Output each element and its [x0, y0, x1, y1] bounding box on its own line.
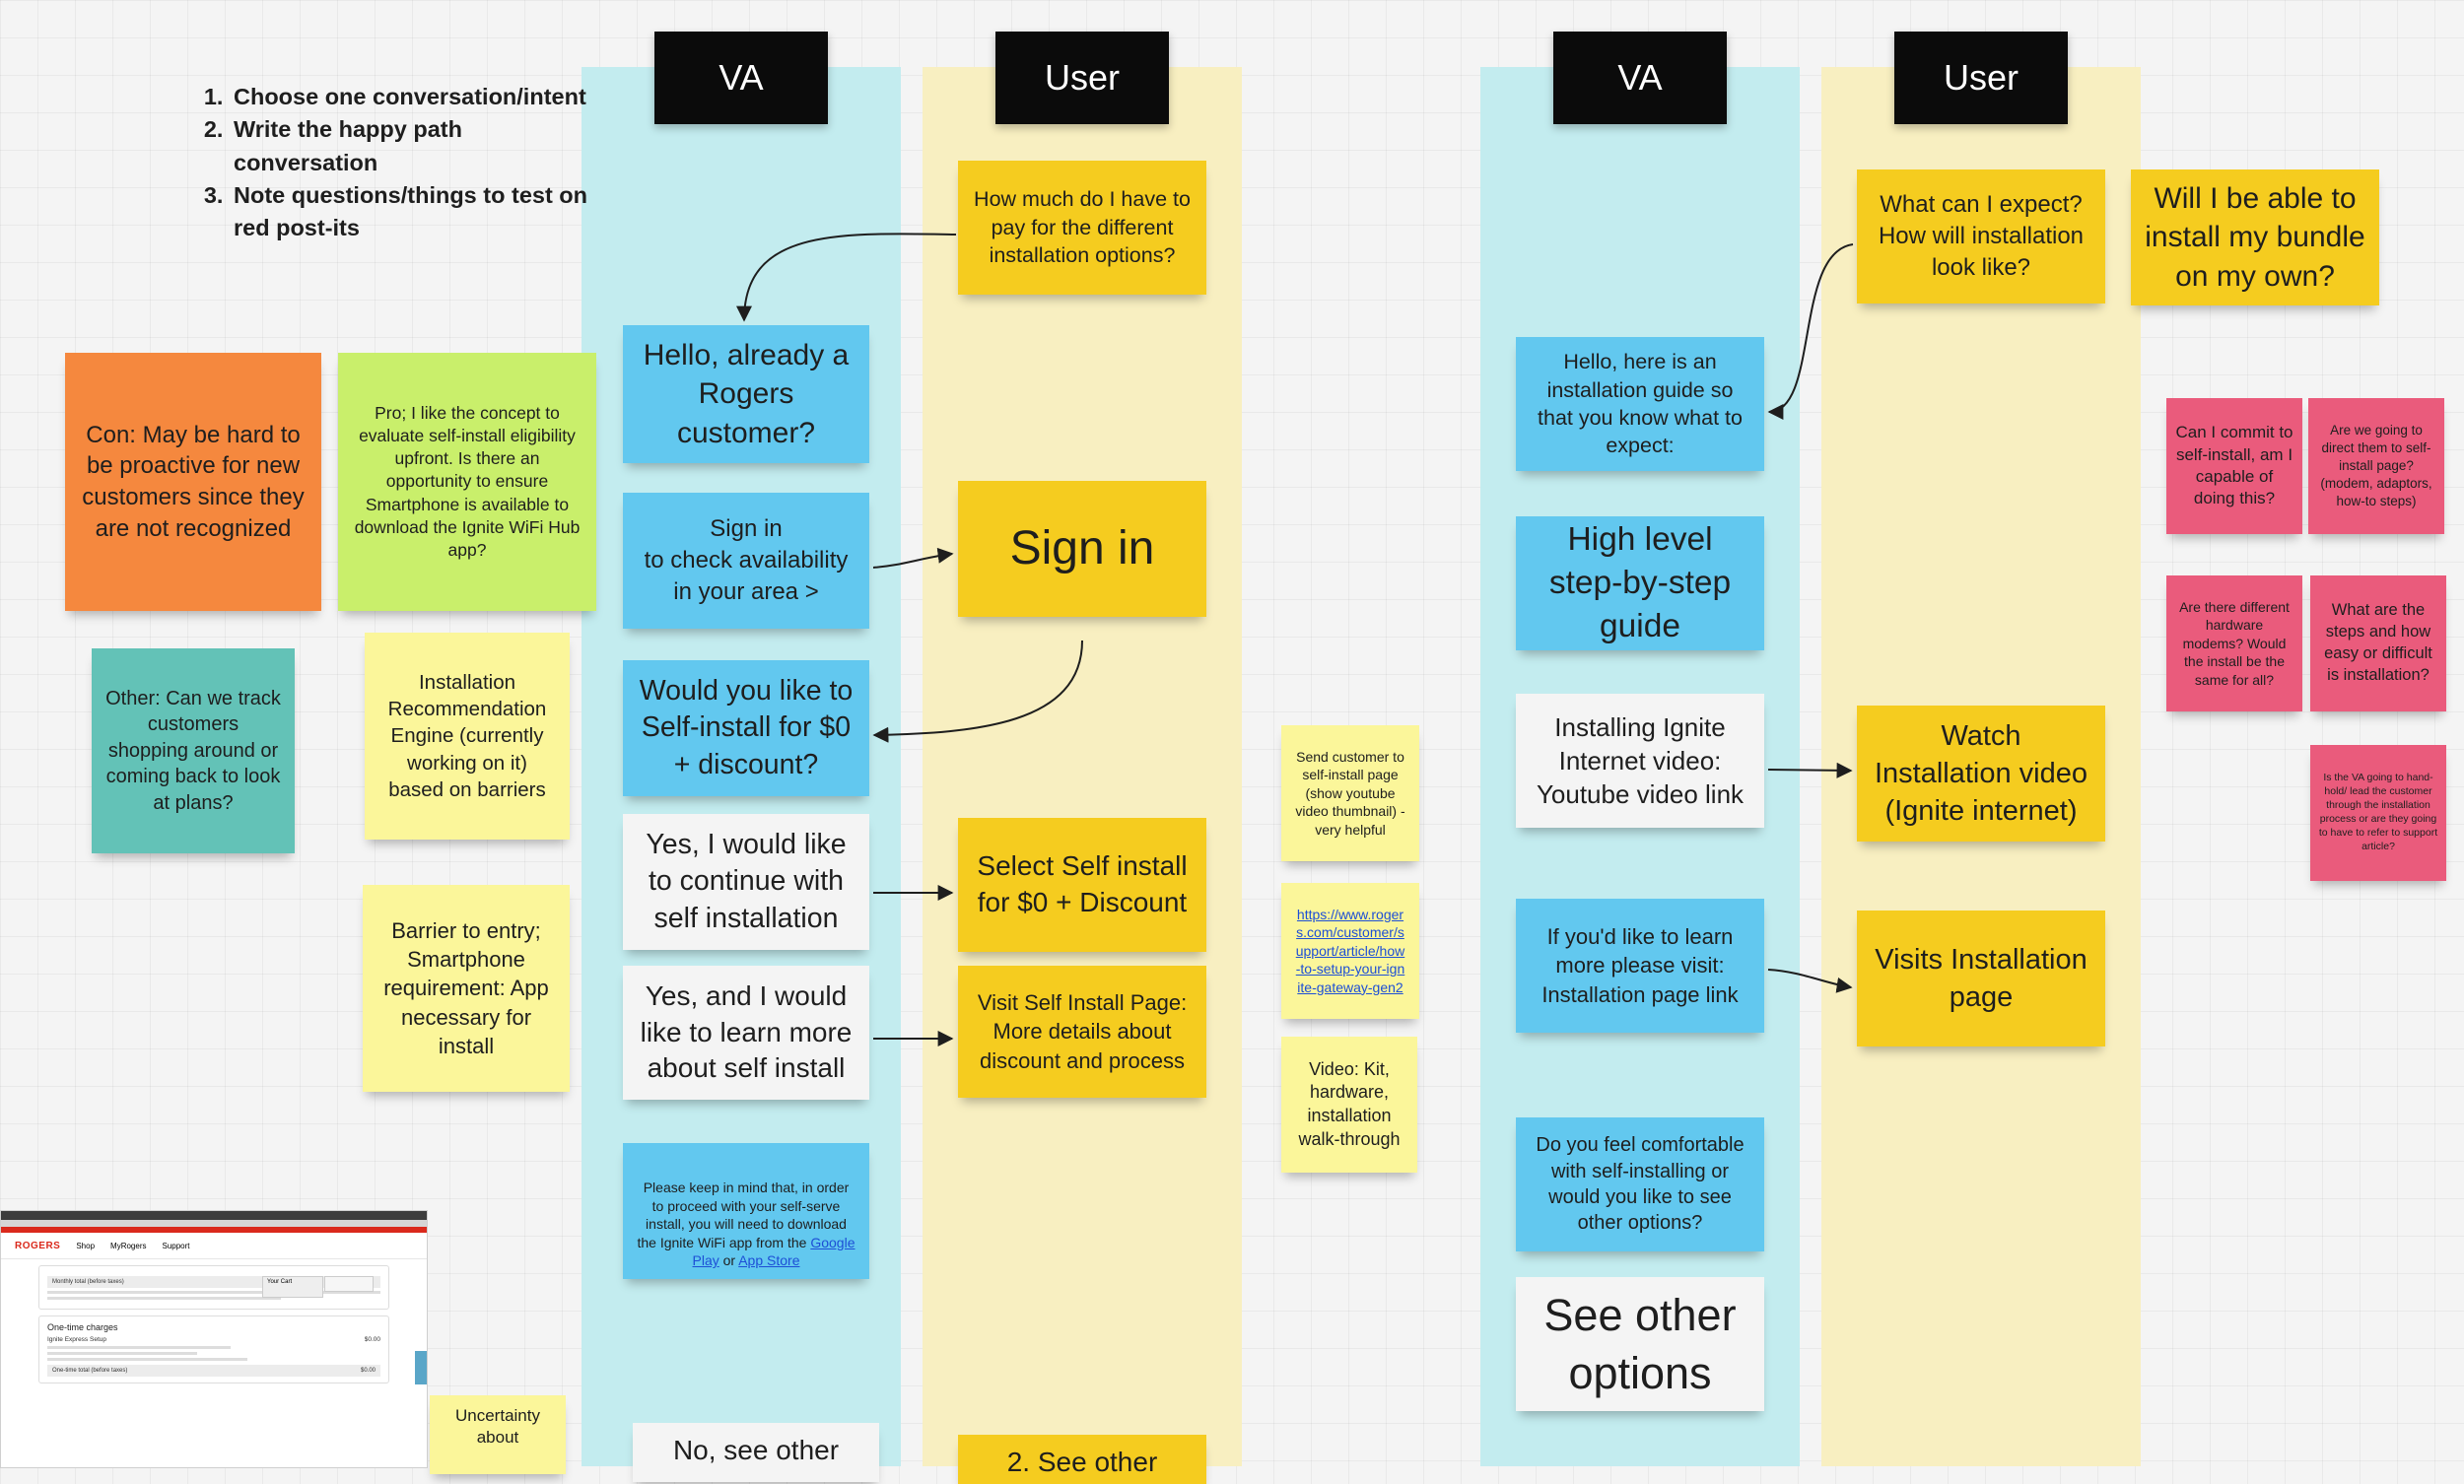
- user-header-right: User: [1894, 32, 2068, 124]
- screenshot-text-line: [47, 1291, 380, 1294]
- barrier-note[interactable]: Barrier to entry; Smartphone requirement…: [363, 885, 570, 1092]
- screenshot-monthly-label: Monthly total (before taxes): [52, 1279, 124, 1285]
- arrow-expect-to-guide: [1767, 243, 1854, 420]
- screenshot-one-time-total-label: One-time total (before taxes): [52, 1368, 128, 1374]
- instructions-list: Choose one conversation/intent Write the…: [197, 81, 594, 245]
- screenshot-one-time-total-price: $0.00: [360, 1368, 376, 1374]
- user-expect-note[interactable]: What can I expect? How will installation…: [1857, 169, 2105, 304]
- va-hello-note[interactable]: Hello, already a Rogers customer?: [623, 325, 869, 463]
- va-guide-note[interactable]: Hello, here is an installation guide so …: [1516, 337, 1764, 471]
- screenshot-nav-myrogers: MyRogers: [110, 1241, 147, 1250]
- question-note-handhold[interactable]: Is the VA going to hand-hold/ lead the c…: [2310, 745, 2446, 881]
- va-learn-more-note[interactable]: If you'd like to learn more please visit…: [1516, 899, 1764, 1033]
- instruction-item: Choose one conversation/intent: [230, 81, 594, 113]
- screenshot-express-row: Ignite Express Setup $0.00: [47, 1336, 380, 1343]
- video-note[interactable]: Video: Kit, hardware, installation walk-…: [1281, 1037, 1417, 1173]
- screenshot-tab-bar: [1, 1220, 427, 1227]
- google-play-link[interactable]: Google Play: [692, 1234, 856, 1269]
- screenshot-one-time-heading: One-time charges: [47, 1322, 118, 1332]
- screenshot-express-price: $0.00: [364, 1336, 380, 1343]
- screenshot-text-line: [47, 1346, 231, 1349]
- va-high-level-note[interactable]: High level step-by-step guide: [1516, 516, 1764, 650]
- screenshot-text-line: [47, 1352, 198, 1355]
- user-watch-video-note[interactable]: Watch Installation video (Ignite interne…: [1857, 706, 2105, 842]
- arrow-question-to-hello: [736, 233, 957, 322]
- send-customer-note[interactable]: Send customer to self-install page (show…: [1281, 725, 1419, 861]
- keep-in-mind-text: Please keep in mind that, in order to pr…: [637, 1180, 850, 1250]
- screenshot-os-bar: [1, 1211, 427, 1220]
- other-note[interactable]: Other: Can we track customers shopping a…: [92, 648, 295, 853]
- screenshot-one-time-box: One-time charges Ignite Express Setup $0…: [38, 1315, 389, 1383]
- screenshot-nav-shop: Shop: [76, 1241, 96, 1250]
- user-visits-page-note[interactable]: Visits Installation page: [1857, 911, 2105, 1046]
- user-lane-left: [923, 67, 1242, 1466]
- engine-note[interactable]: Installation Recommendation Engine (curr…: [365, 633, 570, 840]
- va-signin-note[interactable]: Sign in to check availability in your ar…: [623, 493, 869, 629]
- support-article-link[interactable]: https://www.rogers.com/customer/support/…: [1295, 906, 1405, 995]
- user-signin-note[interactable]: Sign in: [958, 481, 1206, 617]
- va-header-right: VA: [1553, 32, 1727, 124]
- screenshot-cart: Your Cart: [262, 1276, 323, 1298]
- or-text: or: [719, 1252, 739, 1269]
- instruction-item: Note questions/things to test on red pos…: [230, 179, 594, 245]
- va-yes-continue-note[interactable]: Yes, I would like to continue with self …: [623, 814, 869, 950]
- arrow-video-to-watch: [1767, 762, 1853, 778]
- user-select-self-install-note[interactable]: Select Self install for $0 + Discount: [958, 818, 1206, 952]
- screenshot-text-line: [47, 1358, 247, 1361]
- question-note-steps[interactable]: What are the steps and how easy or diffi…: [2310, 575, 2446, 711]
- support-link-note[interactable]: https://www.rogers.com/customer/support/…: [1281, 883, 1419, 1019]
- screenshot-nav-support: Support: [162, 1241, 190, 1250]
- rogers-logo: ROGERS: [15, 1240, 61, 1251]
- screenshot-feedback-tab: [415, 1351, 427, 1384]
- va-header-left: VA: [654, 32, 828, 124]
- va-comfortable-note[interactable]: Do you feel comfortable with self-instal…: [1516, 1117, 1764, 1251]
- arrow-user-signin-to-self-install: [872, 640, 1083, 743]
- screenshot-red-bar: [1, 1227, 427, 1233]
- app-store-link[interactable]: App Store: [738, 1252, 800, 1269]
- screenshot-nav: ROGERS Shop MyRogers Support: [1, 1233, 427, 1259]
- instruction-item: Write the happy path conversation: [230, 113, 594, 179]
- va-see-other-options-note[interactable]: See other options: [1516, 1277, 1764, 1411]
- screenshot-one-time-total-row: One-time total (before taxes) $0.00: [47, 1365, 380, 1377]
- va-installing-video-note[interactable]: Installing Ignite Internet video: Youtub…: [1516, 694, 1764, 828]
- va-self-install-note[interactable]: Would you like to Self-install for $0 + …: [623, 660, 869, 796]
- user-bundle-note[interactable]: Will I be able to install my bundle on m…: [2131, 169, 2379, 305]
- screenshot-express-label: Ignite Express Setup: [47, 1336, 106, 1343]
- con-note[interactable]: Con: May be hard to be proactive for new…: [65, 353, 321, 611]
- question-note-commit[interactable]: Can I commit to self-install, am I capab…: [2166, 398, 2302, 534]
- screenshot-cart-detail: [324, 1276, 374, 1292]
- va-keep-in-mind-note[interactable]: Please keep in mind that, in order to pr…: [623, 1143, 869, 1279]
- arrow-learn-more-to-visits: [1767, 969, 1853, 993]
- user-pricing-question-note[interactable]: How much do I have to pay for the differ…: [958, 161, 1206, 295]
- arrow-signin-to-user: [872, 547, 954, 569]
- user-header-left: User: [995, 32, 1169, 124]
- user-visit-page-note[interactable]: Visit Self Install Page: More details ab…: [958, 966, 1206, 1098]
- va-yes-learn-note[interactable]: Yes, and I would like to learn more abou…: [623, 966, 869, 1100]
- question-note-hardware[interactable]: Are there different hardware modems? Wou…: [2166, 575, 2302, 711]
- website-screenshot-thumbnail[interactable]: ROGERS Shop MyRogers Support Your Cart M…: [0, 1210, 428, 1468]
- pro-note[interactable]: Pro; I like the concept to evaluate self…: [338, 353, 596, 611]
- question-note-direct[interactable]: Are we going to direct them to self-inst…: [2308, 398, 2444, 534]
- screenshot-text-line: [47, 1297, 281, 1300]
